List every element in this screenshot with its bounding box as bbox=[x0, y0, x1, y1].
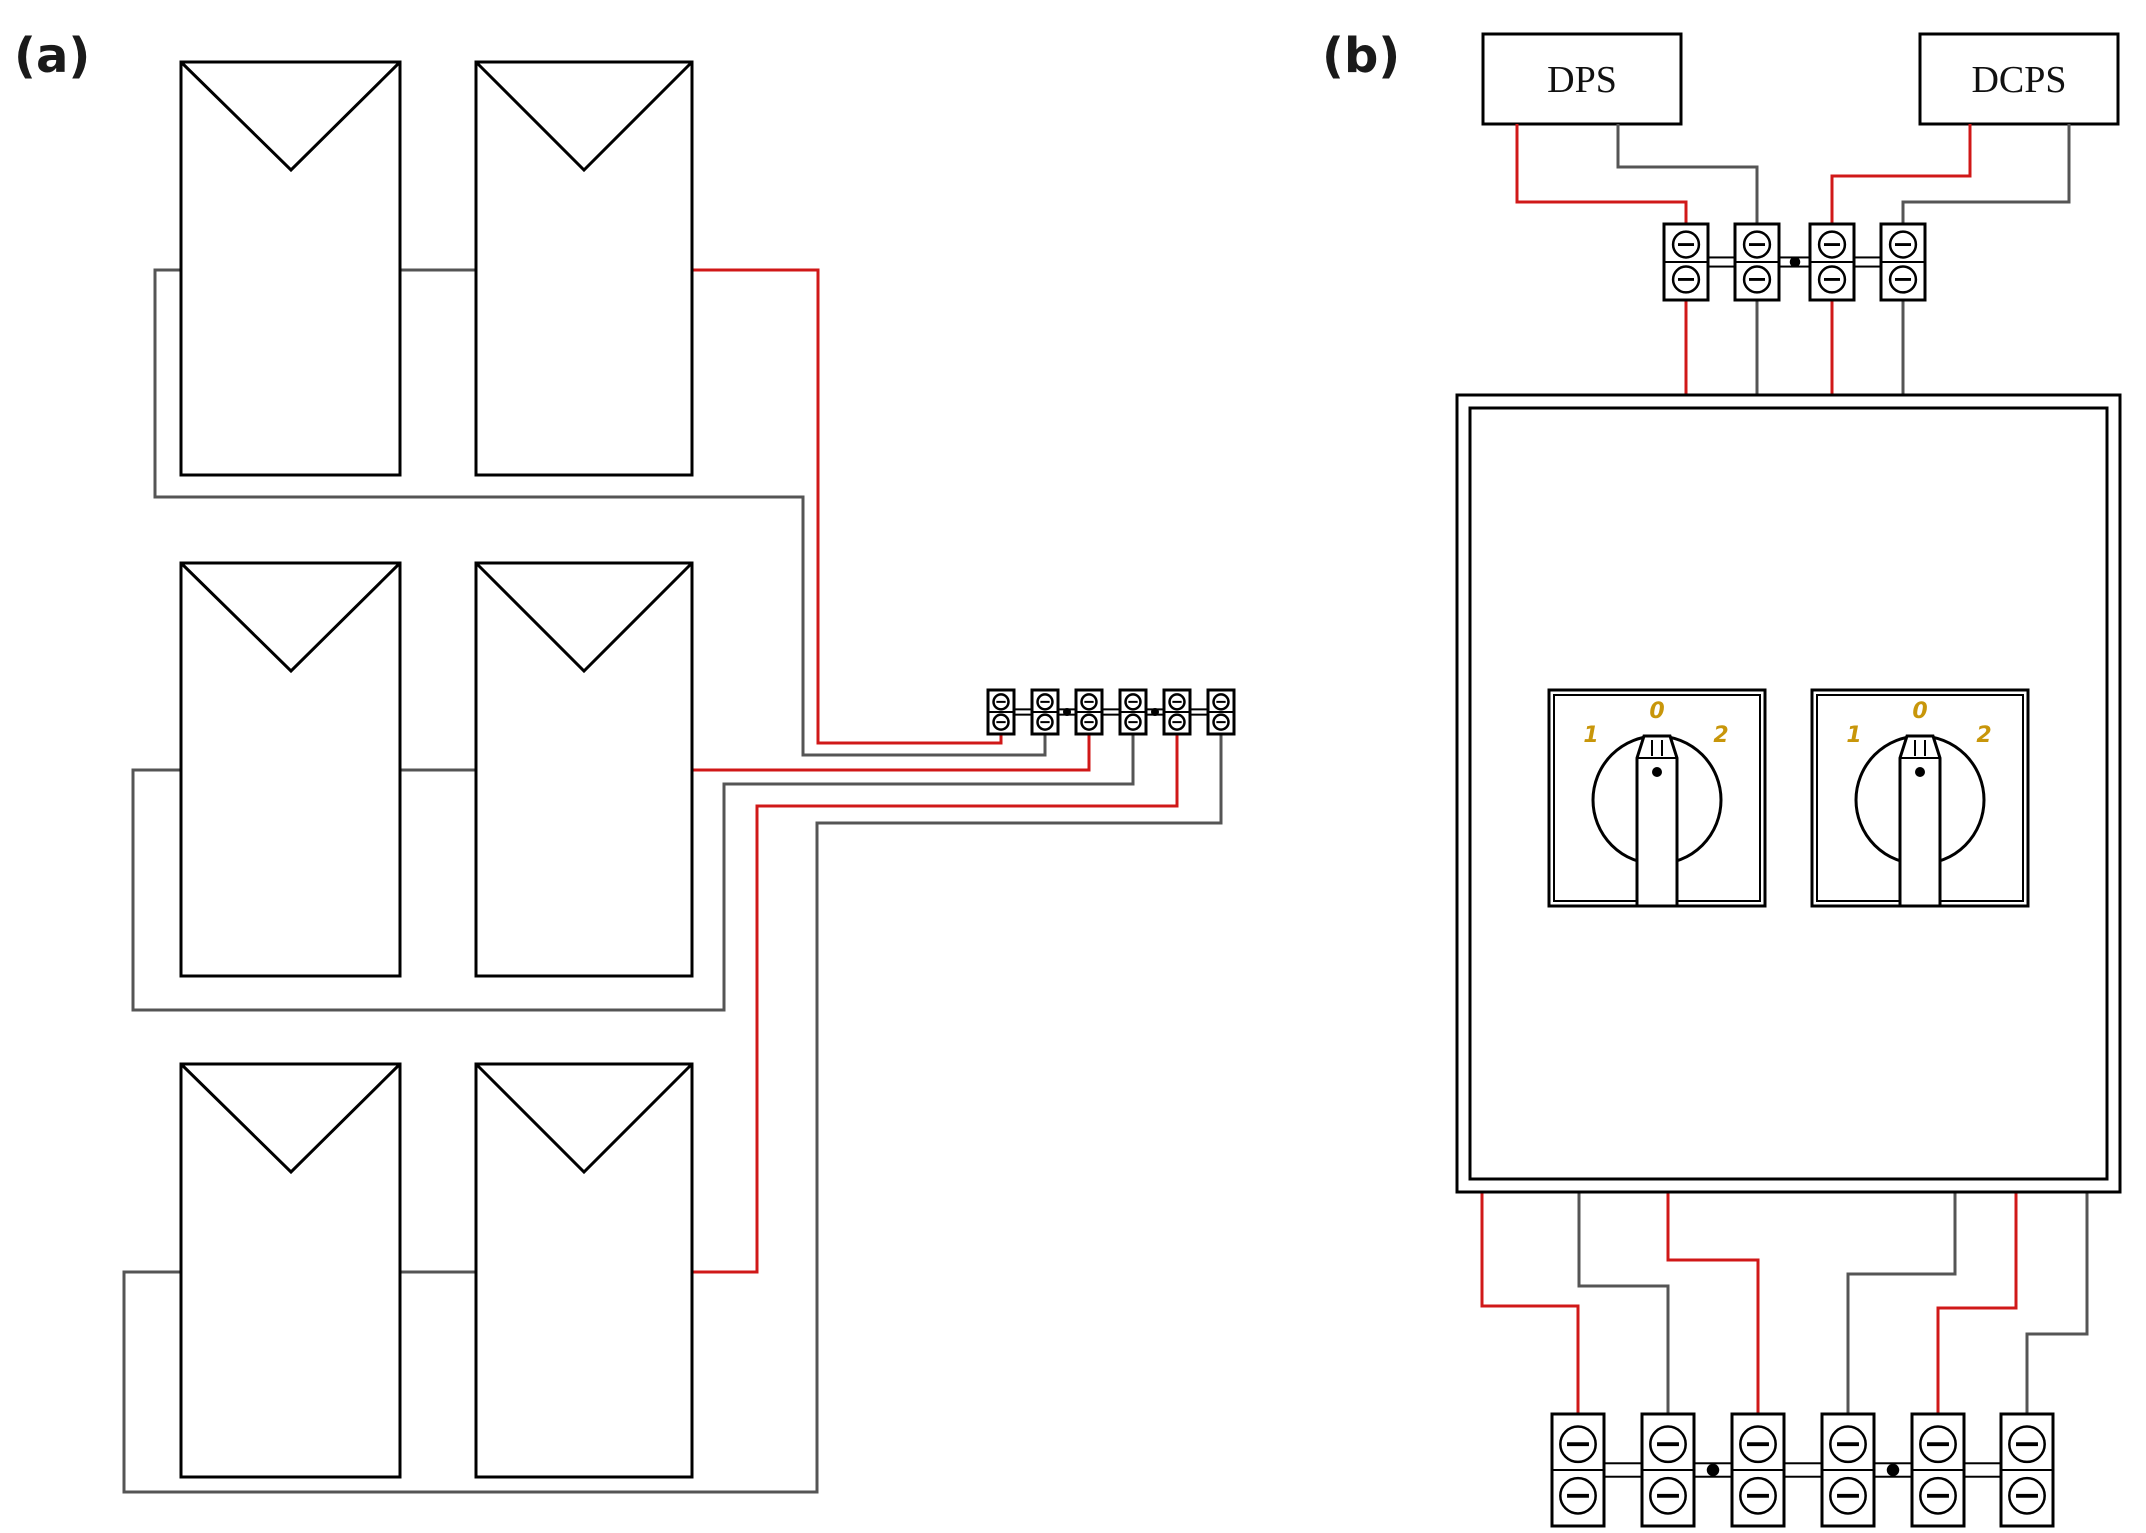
panel-a-wiring bbox=[122, 268, 1223, 1494]
pv-module bbox=[179, 1062, 402, 1479]
rotary-switch[interactable]: 1 0 2 bbox=[1547, 688, 1767, 908]
terminal-block bbox=[1999, 1412, 2055, 1528]
terminal-block bbox=[1640, 1412, 1696, 1528]
terminal-block bbox=[1074, 688, 1104, 736]
string-2-positive-wire bbox=[692, 724, 1091, 772]
switch-position-label: 2 bbox=[1976, 723, 1991, 748]
pv-module bbox=[474, 1062, 694, 1479]
terminal-block bbox=[1206, 688, 1236, 736]
pv-module bbox=[179, 60, 402, 477]
terminal-strip-a bbox=[986, 688, 1236, 736]
bridge-dot bbox=[1151, 708, 1159, 716]
terminal-block bbox=[1733, 222, 1781, 302]
pv-module bbox=[474, 60, 694, 477]
bridge-dot bbox=[1063, 708, 1071, 716]
switch-position-label: 1 bbox=[1846, 723, 1861, 748]
rotary-switches: 1 0 2 1 0 2 bbox=[1547, 688, 2030, 908]
output-wire bbox=[1480, 1192, 1580, 1416]
switch-position-label: 0 bbox=[1649, 699, 1664, 724]
dcps-label: DCPS bbox=[1971, 59, 2066, 101]
panel-a-label: (a) bbox=[14, 28, 90, 84]
terminal-block bbox=[1879, 222, 1927, 302]
terminal-block bbox=[1662, 222, 1710, 302]
panel-b-label: (b) bbox=[1322, 28, 1400, 84]
dcps-box: DCPS bbox=[1918, 32, 2120, 126]
string-1-negative-wire bbox=[153, 268, 1047, 757]
string-3-negative-wire bbox=[122, 722, 1223, 1494]
bridge-dot bbox=[1706, 1463, 1720, 1477]
terminal-strip-top bbox=[1662, 222, 1927, 302]
bridge-dot bbox=[1886, 1463, 1900, 1477]
terminal-block bbox=[1910, 1412, 1966, 1528]
rotary-switch[interactable]: 1 0 2 bbox=[1810, 688, 2030, 908]
output-wire bbox=[2025, 1192, 2089, 1416]
terminal-block bbox=[1550, 1412, 1606, 1528]
dps-negative-wire bbox=[1616, 124, 1759, 226]
output-wire bbox=[1666, 1192, 1760, 1416]
pv-module bbox=[179, 561, 402, 978]
dcps-negative-wire bbox=[1901, 124, 2071, 226]
output-wire bbox=[1846, 1192, 1957, 1416]
switch-handle[interactable] bbox=[1635, 734, 1679, 908]
terminal-block bbox=[1118, 688, 1148, 736]
switch-position-label: 0 bbox=[1912, 699, 1927, 724]
terminal-block bbox=[1730, 1412, 1786, 1528]
dps-label: DPS bbox=[1547, 59, 1617, 101]
string-3-positive-wire bbox=[692, 724, 1179, 1274]
dps-box: DPS bbox=[1481, 32, 1683, 126]
terminal-block bbox=[986, 688, 1016, 736]
panel-b: (b) DPS DCPS bbox=[1322, 28, 2122, 1528]
terminal-block bbox=[1030, 688, 1060, 736]
dcps-positive-wire bbox=[1830, 124, 1972, 226]
panel-a: (a) bbox=[14, 28, 1236, 1494]
string-1-positive-wire bbox=[692, 268, 1003, 745]
terminal-strip-bottom bbox=[1550, 1412, 2055, 1528]
output-wire bbox=[1577, 1192, 1670, 1416]
terminal-block bbox=[1162, 688, 1192, 736]
string-2-negative-wire bbox=[131, 722, 1135, 1012]
output-wire bbox=[1936, 1192, 2018, 1416]
switch-position-label: 2 bbox=[1713, 723, 1728, 748]
bridge-dot bbox=[1789, 256, 1801, 268]
dps-positive-wire bbox=[1515, 124, 1688, 226]
pv-module bbox=[474, 561, 694, 978]
switch-handle[interactable] bbox=[1898, 734, 1942, 908]
switch-position-label: 1 bbox=[1583, 723, 1598, 748]
terminal-block bbox=[1820, 1412, 1876, 1528]
panel-b-wiring bbox=[1480, 124, 2089, 1416]
terminal-block bbox=[1808, 222, 1856, 302]
